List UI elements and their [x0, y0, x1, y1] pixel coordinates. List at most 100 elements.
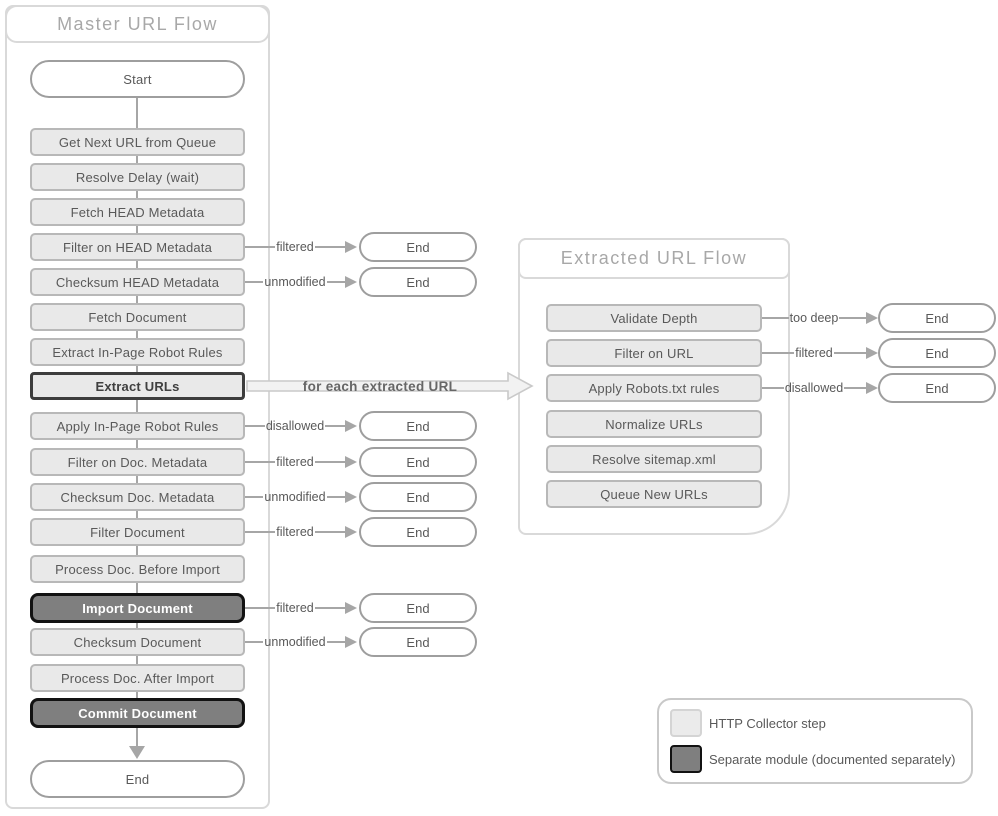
edge-line [314, 461, 345, 463]
edge-line [245, 246, 276, 248]
branch-checksum-document-unmodified: unmodified [245, 628, 357, 656]
step-checksum-doc-metadata: Checksum Doc. Metadata [30, 483, 245, 511]
step-checksum-document: Checksum Document [30, 628, 245, 656]
module-import-document: Import Document [30, 593, 245, 623]
step-fetch-head-metadata: Fetch HEAD Metadata [30, 198, 245, 226]
edge-line [314, 531, 345, 533]
edge-line [245, 461, 276, 463]
module-commit-document: Commit Document [30, 698, 245, 728]
legend: HTTP Collector step Separate module (doc… [657, 698, 973, 784]
arrowhead-icon [345, 602, 357, 614]
branch-checksum-doc-metadata-unmodified: unmodified [245, 483, 357, 511]
branch-robots-txt-disallowed: disallowed [762, 374, 878, 402]
step-get-next-url-from-queue: Get Next URL from Queue [30, 128, 245, 156]
big-arrow-label: for each extracted URL [302, 378, 458, 394]
step-resolve-delay: Resolve Delay (wait) [30, 163, 245, 191]
step-apply-in-page-robot-rules: Apply In-Page Robot Rules [30, 412, 245, 440]
step-fetch-document: Fetch Document [30, 303, 245, 331]
arrowhead-icon [866, 312, 879, 324]
end-node: End [30, 760, 245, 798]
edge-label: filtered [276, 525, 314, 539]
edge-label: unmodified [264, 490, 326, 504]
end-node: End [878, 338, 996, 368]
step-extract-urls: Extract URLs [30, 372, 245, 400]
edge-label: disallowed [265, 419, 325, 433]
step-checksum-head-metadata: Checksum HEAD Metadata [30, 268, 245, 296]
step-queue-new-urls: Queue New URLs [546, 480, 762, 508]
step-filter-on-doc-metadata: Filter on Doc. Metadata [30, 448, 245, 476]
legend-swatch-collector-step [670, 709, 702, 737]
step-extract-in-page-robot-rules: Extract In-Page Robot Rules [30, 338, 245, 366]
end-node: End [359, 232, 477, 262]
end-node: End [359, 267, 477, 297]
edge-line [314, 607, 345, 609]
edge-line [245, 641, 264, 643]
branch-filter-head-filtered: filtered [245, 233, 357, 261]
arrowhead-icon [866, 382, 878, 394]
edge-label: too deep [789, 311, 839, 325]
master-flow-header: Master URL Flow [5, 5, 270, 43]
branch-filter-document-filtered: filtered [245, 518, 357, 546]
edge-line [833, 352, 866, 354]
step-filter-on-url: Filter on URL [546, 339, 762, 367]
edge-label: filtered [276, 240, 314, 254]
step-apply-robots-txt-rules: Apply Robots.txt rules [546, 374, 762, 402]
branch-filter-on-url-filtered: filtered [762, 339, 878, 367]
edge-line [245, 281, 264, 283]
branch-apply-robot-rules-disallowed: disallowed [245, 412, 357, 440]
arrowhead-icon [345, 276, 357, 288]
end-node: End [878, 373, 996, 403]
master-flow-title: Master URL Flow [57, 13, 218, 34]
branch-filter-doc-metadata-filtered: filtered [245, 448, 357, 476]
arrowhead-icon [345, 636, 357, 648]
step-filter-document: Filter Document [30, 518, 245, 546]
edge-line [245, 425, 265, 427]
edge-line [326, 496, 345, 498]
end-node: End [359, 447, 477, 477]
edge-line [762, 317, 789, 319]
end-node: End [359, 593, 477, 623]
step-resolve-sitemap-xml: Resolve sitemap.xml [546, 445, 762, 473]
legend-label-collector-step: HTTP Collector step [709, 715, 826, 731]
edge-line [245, 607, 276, 609]
step-process-doc-after-import: Process Doc. After Import [30, 664, 245, 692]
edge-label: filtered [795, 346, 833, 360]
edge-line [844, 387, 866, 389]
step-normalize-urls: Normalize URLs [546, 410, 762, 438]
edge-line [762, 387, 784, 389]
end-node: End [359, 482, 477, 512]
end-node: End [359, 411, 477, 441]
branch-import-document-filtered: filtered [245, 594, 357, 622]
arrowhead-icon [345, 456, 357, 468]
edge-line [326, 641, 345, 643]
arrowhead-icon [345, 491, 357, 503]
extracted-flow-title: Extracted URL Flow [560, 248, 748, 268]
edge-label: unmodified [264, 635, 326, 649]
edge-label: filtered [276, 601, 314, 615]
arrowhead-icon [345, 526, 357, 538]
arrowhead-icon [866, 347, 878, 359]
arrowhead-icon [345, 420, 357, 432]
for-each-extracted-url-arrow [246, 371, 534, 401]
legend-label-separate-module: Separate module (documented separately) [709, 751, 956, 767]
end-node: End [359, 517, 477, 547]
down-arrowhead-icon [129, 746, 145, 759]
edge-line [762, 352, 795, 354]
edge-line [314, 246, 345, 248]
start-node: Start [30, 60, 245, 98]
edge-line [245, 496, 264, 498]
edge-line [839, 317, 867, 319]
legend-swatch-separate-module [670, 745, 702, 773]
edge-line [326, 281, 345, 283]
branch-validate-depth-too-deep: too deep [762, 304, 879, 332]
extracted-flow-header: Extracted URL Flow [518, 238, 790, 279]
edge-line [245, 531, 276, 533]
arrowhead-icon [345, 241, 357, 253]
step-filter-on-head-metadata: Filter on HEAD Metadata [30, 233, 245, 261]
edge-label: unmodified [264, 275, 326, 289]
step-process-doc-before-import: Process Doc. Before Import [30, 555, 245, 583]
edge-line [325, 425, 345, 427]
branch-checksum-head-unmodified: unmodified [245, 268, 357, 296]
edge-label: filtered [276, 455, 314, 469]
step-validate-depth: Validate Depth [546, 304, 762, 332]
